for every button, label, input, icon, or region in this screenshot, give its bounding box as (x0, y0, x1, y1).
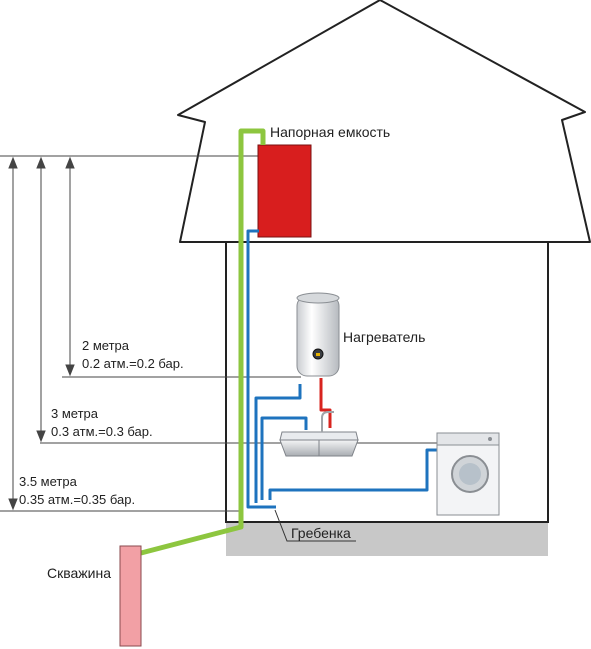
kitchen-sink (279, 411, 359, 457)
manifold-label: Гребенка (291, 525, 351, 541)
pressure-tank (257, 144, 312, 238)
pressure-2m-label: 0.2 атм.=0.2 бар. (82, 356, 184, 371)
pressure-tank-label: Напорная емкость (270, 124, 390, 140)
height-arrows (8, 156, 75, 511)
height-3-5m-label: 3.5 метра (19, 474, 78, 489)
height-2m-label: 2 метра (82, 338, 130, 353)
well-label: Скважина (47, 565, 111, 581)
house-walls (225, 241, 549, 523)
water-heater (296, 292, 340, 377)
cold-pipes (246, 229, 437, 509)
ground-strip (226, 522, 548, 556)
pressure-3m-label: 0.3 атм.=0.3 бар. (51, 424, 153, 439)
supply-pipe (140, 128, 266, 556)
well (119, 545, 142, 647)
hot-pipe (319, 378, 332, 428)
washing-machine (436, 432, 500, 516)
height-3m-label: 3 метра (51, 406, 99, 421)
pressure-3-5m-label: 0.35 атм.=0.35 бар. (19, 492, 135, 507)
heater-label: Нагреватель (343, 329, 425, 345)
manifold-pointer (274, 509, 356, 542)
